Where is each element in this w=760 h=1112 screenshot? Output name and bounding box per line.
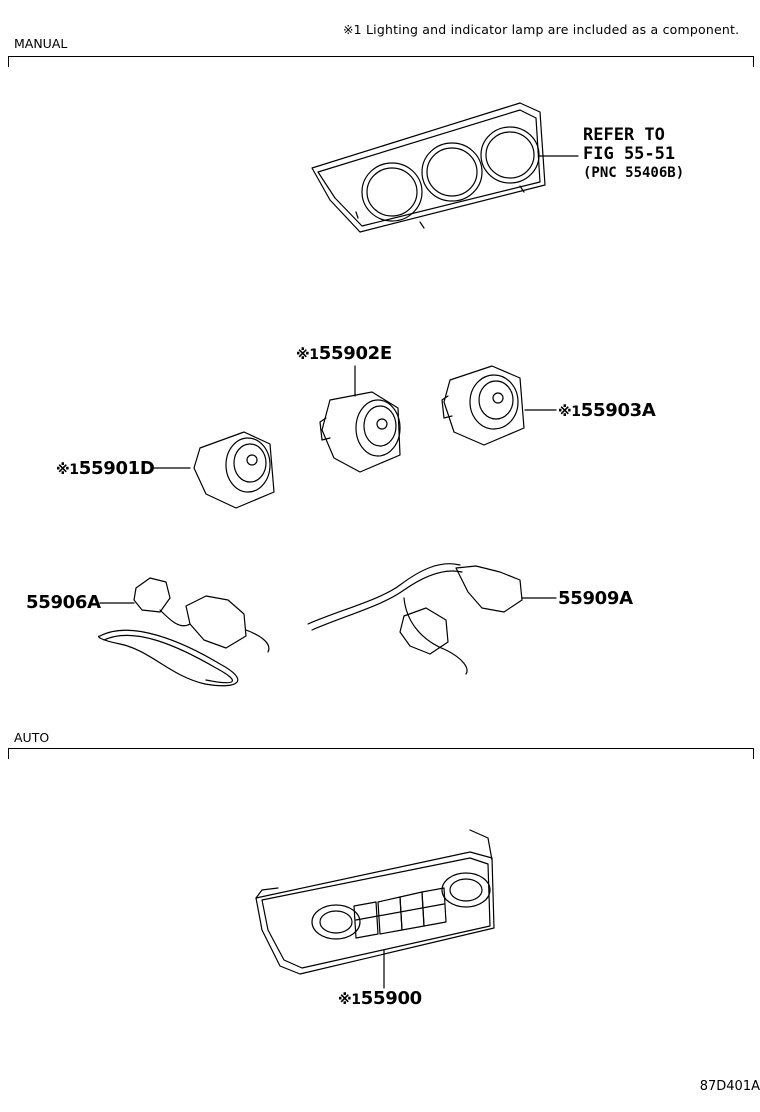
knob-55901D-drawing [151, 431, 275, 509]
part-number: 55902E [318, 343, 392, 364]
part-label-55909A: 55909A [558, 588, 633, 609]
part-number: 55906A [26, 592, 101, 613]
component-note: ※1 Lighting and indicator lamp are inclu… [343, 22, 740, 37]
harness-55909A-drawing [307, 563, 557, 675]
section-bracket-manual [8, 56, 754, 67]
part-label-55902E: ※155902E [296, 343, 392, 364]
section-label-auto: AUTO [14, 730, 50, 745]
part-number: 55901D [78, 458, 155, 479]
diagram-code: 87D401A [699, 1079, 760, 1094]
knob-55902E-drawing [319, 365, 401, 473]
part-number: 55903A [580, 400, 656, 421]
part-label-55903A: ※155903A [558, 400, 656, 421]
refer-line-1: REFER TO [583, 125, 665, 145]
bezel-panel-drawing [311, 102, 579, 233]
knob-55903A-drawing [441, 365, 557, 446]
harness-55906A-drawing [98, 577, 270, 687]
component-mark: ※1 [338, 992, 361, 1008]
auto-panel-55900-drawing [255, 829, 495, 989]
refer-to-figure-label: REFER TO FIG 55-51 (PNC 55406B) [583, 126, 684, 183]
part-label-55900: ※155900 [338, 988, 422, 1009]
component-mark: ※1 [296, 347, 319, 363]
refer-line-2: FIG 55-51 [583, 144, 676, 164]
section-label-manual: MANUAL [14, 36, 68, 51]
refer-line-3: (PNC 55406B) [583, 165, 685, 181]
part-number: 55900 [360, 988, 422, 1009]
part-number: 55909A [558, 588, 633, 609]
section-bracket-auto [8, 748, 754, 759]
part-label-55901D: ※155901D [56, 458, 155, 479]
component-mark: ※1 [558, 404, 581, 420]
component-mark: ※1 [56, 462, 79, 478]
part-label-55906A: 55906A [26, 592, 101, 613]
